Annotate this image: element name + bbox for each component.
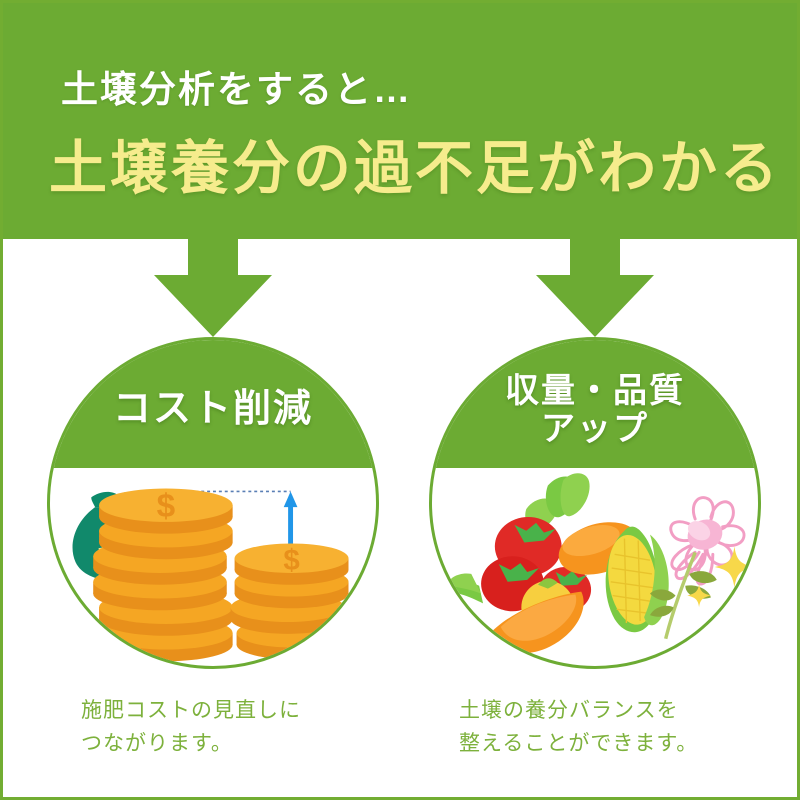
sparkle-star-icon xyxy=(687,546,758,612)
vegetables-and-flower-illustration xyxy=(447,473,758,654)
benefit-title-cost-reduction: コスト削減 xyxy=(50,388,376,431)
benefit-card-cost-reduction: $ xyxy=(47,337,379,669)
tall-coin-stack-icon: $ xyxy=(93,488,233,662)
caption-yield-quality: 土壌の養分バランスを 整えることができます。 xyxy=(459,695,789,760)
arrow-to-yield-quality-icon xyxy=(536,231,654,337)
benefit-title-line: コスト削減 xyxy=(112,388,313,430)
short-coin-stack-icon: $ xyxy=(230,543,351,660)
pea-pod-icon xyxy=(447,473,590,604)
benefit-title-line: 収量・品質 xyxy=(505,372,685,410)
benefit-title-yield-quality: 収量・品質 アップ xyxy=(432,372,758,448)
benefit-title-line: アップ xyxy=(541,410,649,449)
arrow-to-cost-reduction-icon xyxy=(154,231,272,337)
caption-cost-reduction: 施肥コストの見直しに つながります。 xyxy=(81,695,411,760)
caption-line: 整えることができます。 xyxy=(459,731,699,755)
corn-icon xyxy=(605,526,669,633)
benefit-circle-cost-reduction: $ xyxy=(47,337,379,669)
caption-line: 土壌の養分バランスを xyxy=(459,699,679,722)
benefit-card-yield-quality: 収量・品質 アップ xyxy=(429,337,761,669)
benefit-title-banner xyxy=(432,340,758,468)
header-title: 土壌養分の過不足がわかる xyxy=(49,136,782,201)
caption-line: 施肥コストの見直しに xyxy=(81,699,301,722)
benefit-title-banner xyxy=(50,340,376,468)
money-savings-illustration: $ xyxy=(72,488,351,662)
header-banner xyxy=(3,3,797,239)
header-subtitle: 土壌分析をすると… xyxy=(61,69,412,110)
chrysanthemum-flower-icon xyxy=(649,496,758,640)
carrot-icon xyxy=(447,591,584,654)
svg-text:$: $ xyxy=(283,544,299,577)
caption-line: つながります。 xyxy=(81,731,233,755)
svg-text:$: $ xyxy=(157,488,176,525)
benefit-circle-yield-quality: 収量・品質 アップ xyxy=(429,337,761,669)
